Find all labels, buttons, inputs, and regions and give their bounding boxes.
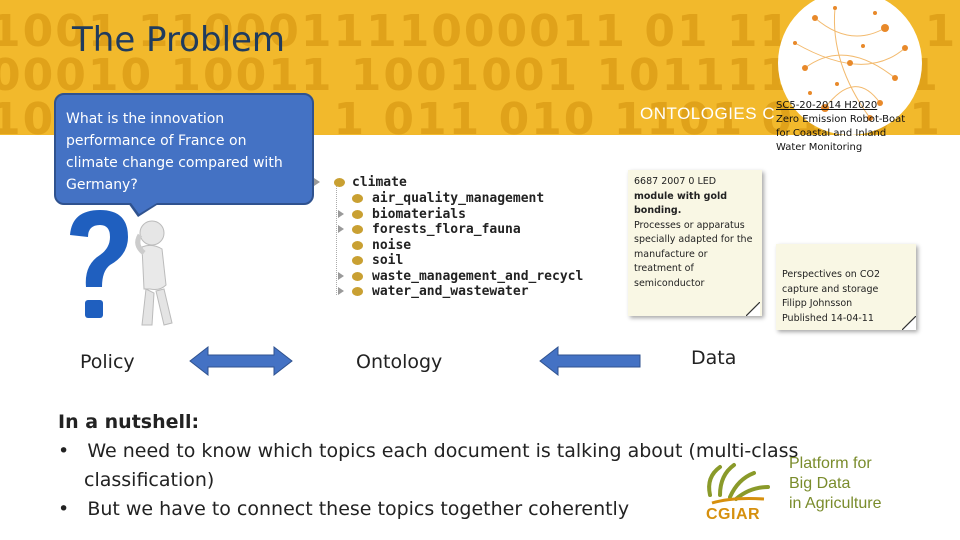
patent-description: Processes or apparatus specially adapted… [634, 220, 752, 289]
project-line: for Coastal and Inland [776, 127, 905, 141]
summary-heading: In a nutshell: [58, 408, 838, 437]
page-fold-icon [746, 302, 760, 316]
slide-title: The Problem [72, 20, 285, 60]
node-icon [352, 272, 363, 281]
patent-title: module with gold bonding. [634, 191, 727, 217]
question-text: What is the innovation performance of Fr… [66, 111, 283, 193]
paper-note: Perspectives on CO2 capture and storage … [776, 244, 916, 330]
platform-text: Platform for Big Data in Agriculture [789, 454, 882, 514]
node-icon [352, 256, 363, 265]
bullet-text: But we have to connect these topics toge… [87, 498, 629, 520]
tree-node-root: climate [352, 175, 407, 190]
policy-label: Policy [80, 351, 135, 373]
tree-node: water_and_wastewater [372, 284, 529, 299]
left-arrow-icon [538, 344, 642, 378]
expand-arrow-icon [338, 272, 344, 280]
project-code: SC5-20-2014 H2020 [776, 99, 905, 113]
tree-node: noise [372, 238, 411, 253]
bullet-text: We need to know which topics each docume… [84, 440, 798, 491]
node-icon [352, 287, 363, 296]
cgiar-wordmark: CGIAR [706, 506, 760, 524]
patent-header: 6687 2007 0 LED [634, 176, 716, 187]
project-line: Zero Emission Robot-Boat [776, 113, 905, 127]
tree-node: waste_management_and_recycl [372, 269, 583, 284]
tree-node: air_quality_management [372, 191, 544, 206]
node-icon [352, 210, 363, 219]
node-icon [352, 225, 363, 234]
paper-line: Perspectives on CO2 [782, 268, 910, 283]
page-fold-icon [902, 316, 916, 330]
node-icon [352, 194, 363, 203]
paper-line: Published 14-04-11 [782, 312, 910, 327]
paper-line: capture and storage [782, 283, 910, 298]
project-line: Water Monitoring [776, 141, 905, 155]
project-reference: SC5-20-2014 H2020 Zero Emission Robot-Bo… [776, 99, 905, 155]
expand-arrow-icon [338, 210, 344, 218]
ontology-tree: climate air_quality_management biomateri… [310, 172, 610, 300]
double-arrow-icon [188, 344, 294, 378]
tree-node: soil [372, 253, 403, 268]
paper-line: Filipp Johnsson [782, 297, 910, 312]
question-mark-figure-icon [60, 205, 190, 335]
question-bubble: What is the innovation performance of Fr… [54, 93, 314, 205]
patent-note: 6687 2007 0 LED module with gold bonding… [628, 170, 762, 316]
node-icon [352, 241, 363, 250]
node-icon [334, 178, 345, 187]
platform-line: in Agriculture [789, 494, 882, 514]
platform-line: Big Data [789, 474, 882, 494]
tree-node: biomaterials [372, 207, 466, 222]
expand-arrow-icon [338, 287, 344, 295]
data-label: Data [691, 347, 736, 369]
expand-arrow-icon [338, 225, 344, 233]
platform-line: Platform for [789, 454, 882, 474]
ontologies-heading: ONTOLOGIES C [640, 104, 775, 124]
expand-arrow-icon [314, 178, 320, 186]
ontology-label: Ontology [356, 351, 442, 373]
tree-node: forests_flora_fauna [372, 222, 521, 237]
